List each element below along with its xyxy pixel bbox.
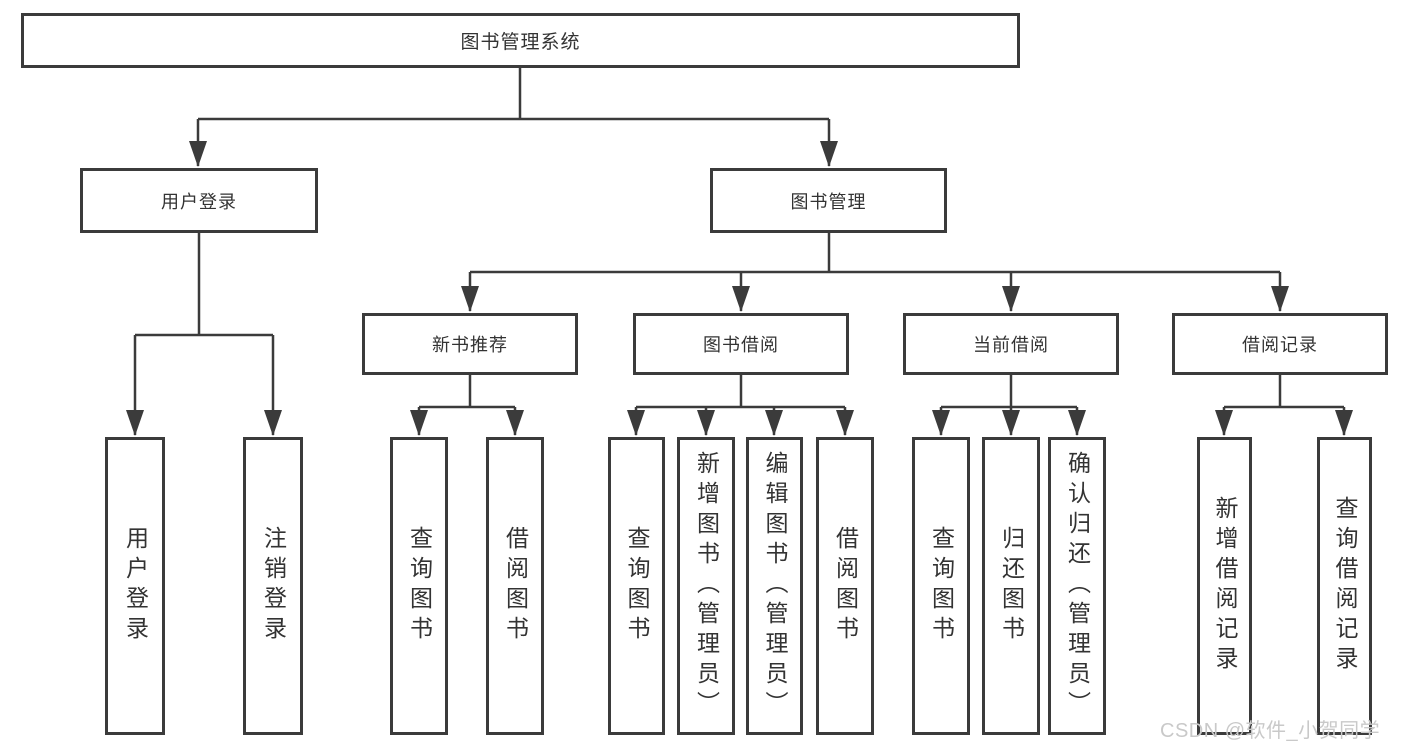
node-label: 注销登录 (260, 526, 287, 646)
node-book-borrowing: 图书借阅 (633, 313, 849, 375)
node-label: 编辑图书（管理员） (762, 451, 788, 721)
node-label: 用户登录 (161, 191, 237, 212)
node-label: 图书管理系统 (460, 32, 581, 53)
node-label: 当前借阅 (973, 335, 1049, 355)
leaf-query-books-borrowing: 查询图书 (608, 437, 665, 735)
node-label: 确认归还（管理员） (1064, 451, 1091, 721)
leaf-logout: 注销登录 (243, 437, 303, 735)
node-label: 用户登录 (122, 526, 149, 646)
arrow-icon (126, 410, 144, 436)
leaf-borrow-books: 借阅图书 (816, 437, 874, 735)
arrow-icon (189, 141, 207, 167)
arrow-icon (732, 286, 750, 312)
arrow-icon (765, 410, 783, 436)
node-label: 查询图书 (928, 526, 955, 646)
leaf-add-book-admin: 新增图书（管理员） (677, 437, 735, 735)
arrow-icon (264, 410, 282, 436)
node-label: 图书管理 (790, 191, 867, 212)
node-label: 新书推荐 (432, 335, 508, 355)
leaf-query-books-recommend: 查询图书 (390, 437, 448, 735)
node-label: 图书借阅 (703, 335, 779, 355)
arrow-icon (627, 410, 645, 436)
arrow-icon (1271, 286, 1289, 312)
node-label: 查询图书 (624, 526, 650, 646)
node-library-management-system: 图书管理系统 (21, 13, 1020, 68)
arrow-icon (820, 141, 838, 167)
arrow-icon (1068, 410, 1086, 436)
node-label: 借阅记录 (1242, 335, 1318, 355)
node-label: 借阅图书 (832, 526, 859, 646)
node-book-management: 图书管理 (710, 168, 947, 233)
node-label: 新增图书（管理员） (693, 451, 720, 721)
node-user-login: 用户登录 (80, 168, 318, 233)
node-borrowing-records: 借阅记录 (1172, 313, 1388, 375)
leaf-return-books: 归还图书 (982, 437, 1040, 735)
arrow-icon (697, 410, 715, 436)
arrow-icon (1335, 410, 1353, 436)
leaf-query-borrow-record: 查询借阅记录 (1317, 437, 1372, 735)
leaf-borrow-books-recommend: 借阅图书 (486, 437, 544, 735)
arrow-icon (1002, 410, 1020, 436)
arrow-icon (836, 410, 854, 436)
node-label: 借阅图书 (502, 526, 529, 646)
arrow-icon (410, 410, 428, 436)
arrow-icon (461, 286, 479, 312)
node-new-book-recommend: 新书推荐 (362, 313, 578, 375)
arrow-icon (932, 410, 950, 436)
leaf-user-login: 用户登录 (105, 437, 165, 735)
node-label: 查询图书 (406, 526, 433, 646)
node-label: 查询借阅记录 (1332, 496, 1358, 676)
csdn-watermark: CSDN @软件_小贺同学 (1160, 720, 1381, 742)
node-label: 新增借阅记录 (1212, 496, 1238, 676)
leaf-query-books-current: 查询图书 (912, 437, 970, 735)
arrow-icon (1215, 410, 1233, 436)
arrow-icon (1002, 286, 1020, 312)
leaf-add-borrow-record: 新增借阅记录 (1197, 437, 1252, 735)
arrow-icon (506, 410, 524, 436)
leaf-confirm-return-admin: 确认归还（管理员） (1048, 437, 1106, 735)
node-current-borrowing: 当前借阅 (903, 313, 1119, 375)
node-label: 归还图书 (998, 526, 1025, 646)
leaf-edit-book-admin: 编辑图书（管理员） (746, 437, 803, 735)
